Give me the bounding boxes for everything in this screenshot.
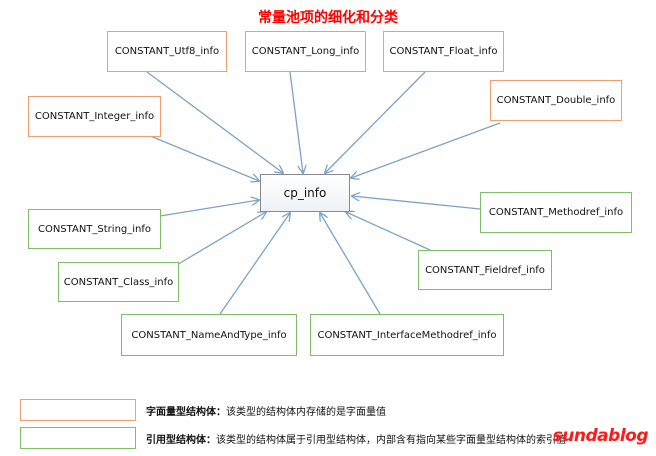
legend-literal-swatch [20,399,136,421]
node-constant-double-info: CONSTANT_Double_info [490,80,622,121]
legend-literal-term: 字面量型结构体： [146,407,226,418]
node-constant-fieldref-info: CONSTANT_Fieldref_info [418,250,552,290]
arrow-fieldref [346,212,431,251]
legend-reference-desc: 该类型的结构体属于引用型结构体，内部含有指向某些字面量型结构体的索引值 [216,435,566,446]
arrow-utf8 [146,71,283,173]
arrow-integer [147,134,259,181]
legend-literal: 字面量型结构体：该类型的结构体内存储的是字面量值 [146,403,386,418]
node-constant-class-info: CONSTANT_Class_info [58,262,179,302]
node-constant-nameandtype-info: CONSTANT_NameAndType_info [121,314,297,356]
legend-reference: 引用型结构体：该类型的结构体属于引用型结构体，内部含有指向某些字面量型结构体的索… [146,431,566,446]
arrow-float [325,71,426,173]
arrow-string [159,200,259,217]
node-constant-utf8-info: CONSTANT_Utf8_info [107,31,227,72]
legend-reference-swatch [20,427,136,449]
arrow-methodref [352,196,481,210]
arrow-class [174,212,266,267]
arrow-double [351,122,501,178]
diagram-title: 常量池项的细化和分类 [258,10,398,26]
node-constant-float-info: CONSTANT_Float_info [383,31,504,72]
legend-literal-desc: 该类型的结构体内存储的是字面量值 [226,407,386,418]
arrow-long [289,71,303,173]
watermark-logo: sundablog [552,426,649,446]
node-constant-interfacemethodref-info: CONSTANT_InterfaceMethodref_info [310,314,504,356]
arrow-interfacemethodref [320,213,381,315]
center-cp-info: cp_info [260,174,350,212]
node-constant-integer-info: CONSTANT_Integer_info [28,96,161,137]
node-constant-long-info: CONSTANT_Long_info [245,31,366,72]
legend-reference-term: 引用型结构体： [146,435,216,446]
arrow-nameandtype [219,213,290,315]
node-constant-string-info: CONSTANT_String_info [28,209,161,249]
node-constant-methodref-info: CONSTANT_Methodref_info [480,192,632,233]
